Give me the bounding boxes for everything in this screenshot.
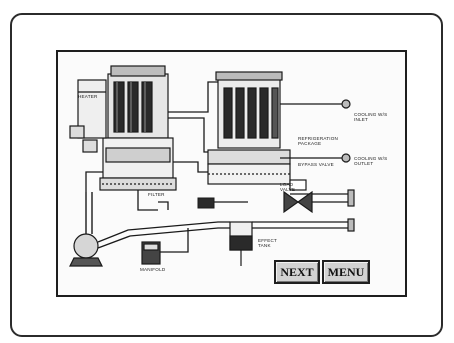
- load-valve-label: LOAD VALVE: [280, 182, 296, 193]
- manifold-unit: [141, 241, 161, 265]
- cooling-system-diagram: [69, 65, 355, 267]
- heater-label: HEATER: [78, 94, 98, 99]
- menu-button[interactable]: MENU: [322, 260, 370, 284]
- effect-tank: [229, 221, 253, 266]
- load-valve: [283, 179, 313, 214]
- filter-label: FILTER: [148, 192, 165, 197]
- cooling-valves: [280, 99, 355, 232]
- heater-tower: [69, 65, 177, 191]
- piping: [85, 81, 290, 253]
- bypass-valve-label: BYPASS VALVE: [298, 162, 334, 167]
- cooling-outlet-label: COOLING W/S OUTLET: [354, 156, 388, 167]
- next-button[interactable]: NEXT: [274, 260, 320, 284]
- pump: [69, 192, 103, 267]
- manifold-label: MANIFOLD: [140, 267, 166, 272]
- refrigeration-package-label: REFRIGERATION PACKAGE: [298, 136, 339, 147]
- refrigeration-package: [207, 71, 291, 185]
- cooling-inlet-label: COOLING W/S INLET: [354, 112, 388, 123]
- schematic-screen: HEATER FILTER REFRIGERATION PACKAGE BYPA…: [56, 50, 407, 297]
- control-box: [197, 197, 215, 209]
- effect-tank-label: EFFECT TANK: [258, 238, 278, 249]
